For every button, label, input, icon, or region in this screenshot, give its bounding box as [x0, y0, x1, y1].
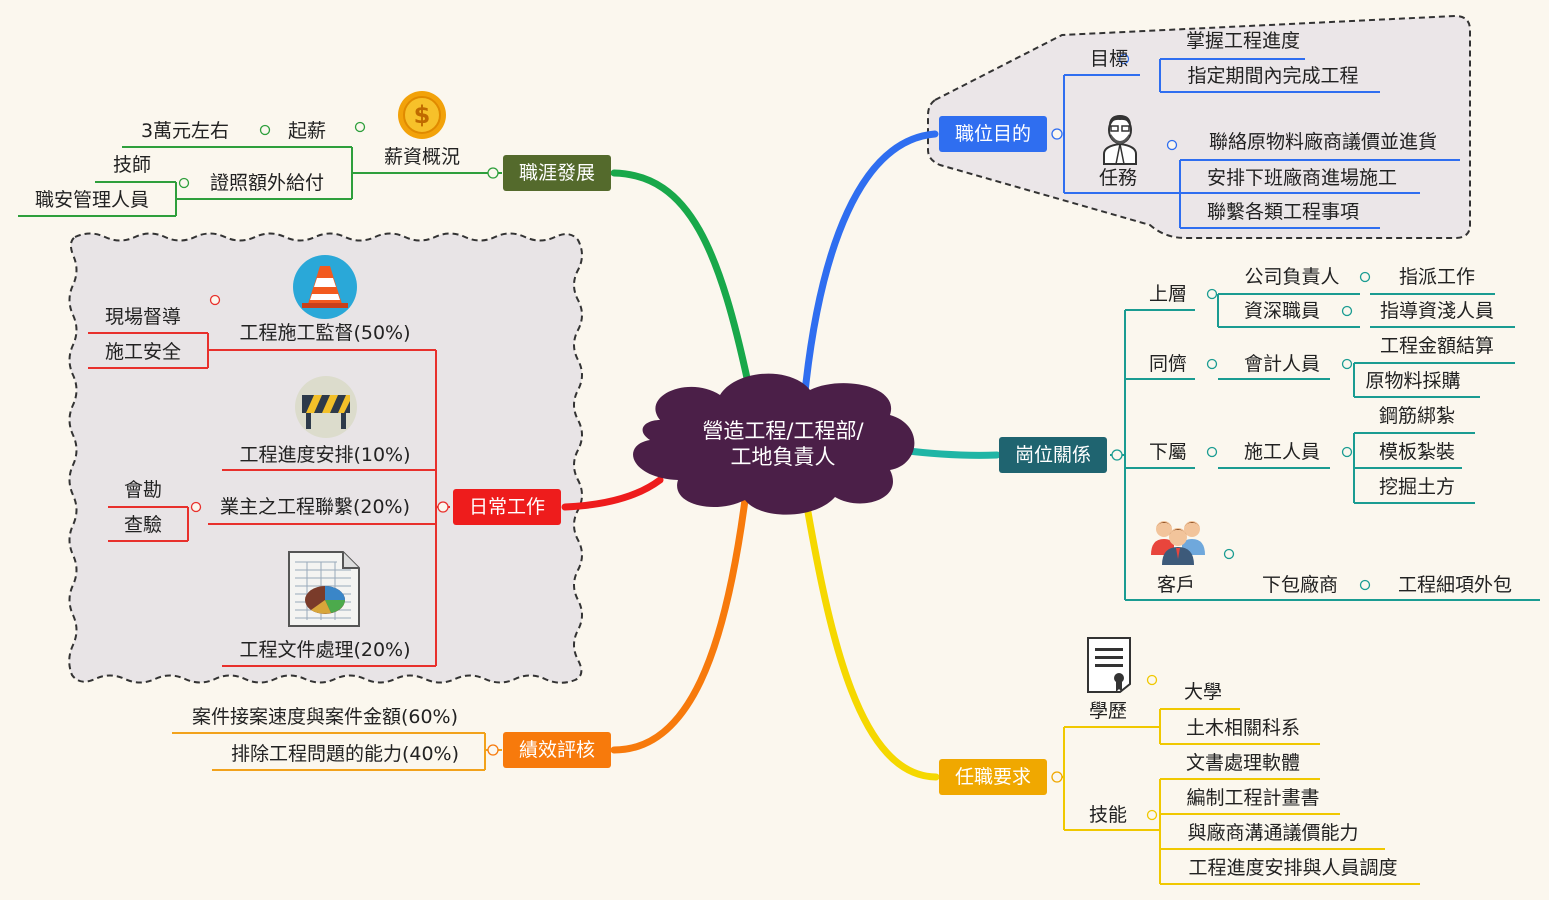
requirement-education-item[interactable]: 大學	[1183, 681, 1223, 703]
daily-owner-item[interactable]: 會勘	[123, 479, 163, 501]
career-cert-item[interactable]: 技師	[112, 154, 152, 176]
spreadsheet-document-icon	[288, 551, 360, 627]
daily-supervision-item[interactable]: 現場督導	[104, 306, 182, 328]
performance-item[interactable]: 排除工程問題的能力(40%)	[230, 743, 460, 765]
relation-superior[interactable]: 上層	[1148, 283, 1188, 305]
relation-superior-duty[interactable]: 指導資淺人員	[1379, 300, 1495, 322]
topic-relation[interactable]: 崗位關係	[998, 437, 1108, 473]
purpose-task-item[interactable]: 安排下班廠商進場施工	[1206, 167, 1398, 189]
topic-career[interactable]: 職涯發展	[502, 155, 612, 191]
daily-work-boundary	[68, 232, 583, 684]
requirement-education-item[interactable]: 土木相關科系	[1185, 717, 1301, 739]
daily-docs[interactable]: 工程文件處理(20%)	[239, 639, 411, 661]
traffic-cone-icon	[293, 255, 357, 319]
branch-performance	[610, 496, 749, 754]
requirement-education[interactable]: 學歷	[1088, 700, 1128, 722]
central-topic-cloud	[633, 373, 915, 515]
relation-peer-role[interactable]: 會計人員	[1243, 353, 1321, 375]
daily-owner-item[interactable]: 查驗	[123, 514, 163, 536]
relation-superior-role[interactable]: 資深職員	[1243, 300, 1321, 322]
topic-requirement[interactable]: 任職要求	[938, 759, 1048, 795]
career-salary[interactable]: 薪資概況	[383, 146, 461, 168]
branch-requirement	[801, 491, 940, 781]
branch-career	[610, 169, 754, 396]
daily-owner-contact[interactable]: 業主之工程聯繫(20%)	[219, 496, 411, 518]
central-topic-line2: 工地負責人	[730, 445, 836, 469]
requirement-skills-item[interactable]: 編制工程計畫書	[1186, 787, 1320, 809]
relation-superior-role[interactable]: 公司負責人	[1244, 266, 1340, 288]
purpose-goal[interactable]: 目標	[1089, 48, 1129, 70]
purpose-task-item[interactable]: 聯繫各類工程事項	[1206, 201, 1360, 223]
requirement-skills-item[interactable]: 與廠商溝通議價能力	[1187, 822, 1359, 844]
central-topic[interactable]: 營造工程/工程部/ 工地負責人	[673, 418, 893, 470]
requirement-skills[interactable]: 技能	[1088, 804, 1128, 826]
purpose-goal-item[interactable]: 指定期間內完成工程	[1187, 65, 1359, 87]
requirement-skills-item[interactable]: 文書處理軟體	[1185, 752, 1301, 774]
relation-subordinate-role[interactable]: 施工人員	[1243, 441, 1321, 463]
requirement-skills-item[interactable]: 工程進度安排與人員調度	[1188, 857, 1398, 879]
man-avatar-icon	[1103, 115, 1137, 165]
performance-item[interactable]: 案件接案速度與案件金額(60%)	[191, 706, 459, 728]
relation-peer[interactable]: 同儕	[1148, 353, 1188, 375]
branch-purpose	[801, 130, 939, 396]
relation-client-role[interactable]: 下包廠商	[1261, 574, 1339, 596]
branch-relation	[896, 446, 1001, 459]
career-start-salary[interactable]: 起薪	[287, 120, 327, 142]
branch-daily	[561, 476, 664, 511]
coin-symbol: $	[414, 101, 431, 129]
topic-purpose[interactable]: 職位目的	[938, 116, 1048, 152]
career-cert-bonus[interactable]: 證照額外給付	[209, 172, 325, 194]
daily-supervision[interactable]: 工程施工監督(50%)	[239, 322, 411, 344]
people-group-icon	[1151, 521, 1205, 565]
topic-performance[interactable]: 績效評核	[502, 732, 612, 768]
relation-superior-duty[interactable]: 指派工作	[1398, 266, 1476, 288]
daily-schedule[interactable]: 工程進度安排(10%)	[239, 444, 411, 466]
topic-daily-work[interactable]: 日常工作	[452, 489, 562, 525]
relation-subordinate-duty[interactable]: 模板紮裝	[1378, 441, 1456, 463]
relation-client[interactable]: 客戶	[1156, 574, 1196, 596]
relation-client-duty[interactable]: 工程細項外包	[1397, 574, 1513, 596]
relation-peer-duty[interactable]: 原物料採購	[1365, 370, 1461, 392]
daily-supervision-item[interactable]: 施工安全	[104, 341, 182, 363]
certificate-icon	[1087, 637, 1131, 693]
purpose-goal-item[interactable]: 掌握工程進度	[1185, 30, 1301, 52]
purpose-task-item[interactable]: 聯絡原物料廠商議價並進貨	[1208, 131, 1438, 153]
central-topic-line1: 營造工程/工程部/	[702, 419, 864, 443]
purpose-task[interactable]: 任務	[1098, 167, 1138, 189]
coin-icon: $	[398, 91, 446, 139]
career-cert-item[interactable]: 職安管理人員	[34, 189, 150, 211]
career-start-salary-value[interactable]: 3萬元左右	[140, 120, 230, 142]
relation-peer-duty[interactable]: 工程金額結算	[1379, 335, 1495, 357]
relation-subordinate-duty[interactable]: 挖掘土方	[1378, 476, 1456, 498]
road-barrier-icon	[295, 376, 357, 438]
relation-subordinate[interactable]: 下屬	[1148, 441, 1188, 463]
relation-subordinate-duty[interactable]: 鋼筋綁紮	[1378, 405, 1456, 427]
